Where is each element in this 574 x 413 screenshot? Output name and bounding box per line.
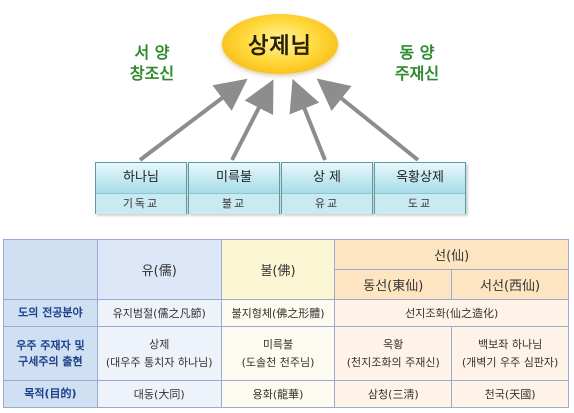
cell-seon-west: 천국(天國)	[451, 380, 569, 408]
corner-cell	[3, 239, 98, 300]
center-ellipse	[222, 14, 338, 74]
table-row: 도의 전공분야 유지범절(儒之凡節) 불지형체(佛之形體) 선지조화(仙之造化)	[3, 299, 569, 327]
religion-box-taoism: 옥황상제 도교	[374, 162, 466, 214]
religion-box-confucianism: 상 제 유교	[281, 162, 373, 214]
cell-line1: 상제	[149, 337, 170, 351]
comparison-table: 유(儒) 불(佛) 선(仙) 동선(東仙) 서선(西仙) 도의 전공분야 유지범…	[3, 239, 569, 408]
cell-yu: 상제 (대우주 통치자 하나님)	[96, 326, 222, 381]
cell-line1: 백보좌 하나님	[477, 337, 543, 351]
cell-line2: (천지조화의 주재신)	[346, 355, 440, 369]
deity-name: 미륵불	[189, 163, 279, 193]
header-yu: 유(儒)	[96, 239, 222, 300]
cell-bul: 용화(龍華)	[220, 380, 336, 408]
center-label: 상제님	[248, 34, 312, 59]
religion-name: 기독교	[96, 193, 186, 214]
cell-seon-east: 삼청(三淸)	[334, 380, 453, 408]
cell-line2: (대우주 통치자 하나님)	[105, 355, 213, 369]
religion-name: 도교	[375, 193, 465, 214]
cell-bul: 불지형체(佛之形體)	[220, 299, 336, 327]
cell-seon-east: 옥황 (천지조화의 주재신)	[334, 326, 453, 381]
deity-name: 하나님	[96, 163, 186, 193]
cell-bul: 미륵불 (도솔천 천주님)	[220, 326, 336, 381]
cell-line1: 미륵불	[262, 337, 294, 351]
cell-yu: 유지범절(儒之凡節)	[96, 299, 222, 327]
religion-name: 불교	[189, 193, 279, 214]
religion-box-christianity: 하나님 기독교	[95, 162, 187, 214]
row-label: 도의 전공분야	[3, 299, 98, 327]
arrows	[138, 78, 420, 162]
east-ruler-label: 동 양 주재신	[394, 43, 440, 83]
deity-diagram: 상제님 서 양 창조신 동 양 주재신 하나님 기독교 미륵불 불교 상 제 유…	[95, 14, 466, 214]
row-label: 목적(目的)	[3, 380, 98, 408]
header-seon-east: 동선(東仙)	[334, 269, 453, 300]
deity-name: 옥황상제	[375, 163, 465, 193]
cell-yu: 대동(大同)	[96, 380, 222, 408]
arrow-sangje	[289, 78, 327, 161]
cell-seon: 선지조화(仙之造化)	[334, 299, 569, 327]
west-creator-label: 서 양 창조신	[129, 43, 175, 83]
header-seon: 선(仙)	[334, 239, 569, 270]
header-seon-west: 서선(西仙)	[451, 269, 569, 300]
table-row: 우주 주재자 및 구세주의 출현 상제 (대우주 통치자 하나님) 미륵불 (도…	[3, 326, 569, 381]
cell-line2: (도솔천 천주님)	[241, 355, 315, 369]
cell-seon-west: 백보좌 하나님 (개벽기 우주 심판자)	[451, 326, 569, 381]
deity-name: 상 제	[282, 163, 372, 193]
religion-box-buddhism: 미륵불 불교	[188, 162, 280, 214]
row-label-line2: 구세주의 출현	[18, 354, 83, 368]
cell-line2: (개벽기 우주 심판자)	[461, 355, 559, 369]
arrow-mireukbul	[230, 79, 274, 161]
religion-name: 유교	[282, 193, 372, 214]
table-row: 목적(目的) 대동(大同) 용화(龍華) 삼청(三淸) 천국(天國)	[3, 380, 569, 408]
cell-line1: 옥황	[383, 337, 404, 351]
arrow-hananim	[138, 78, 248, 162]
row-label: 우주 주재자 및 구세주의 출현	[3, 326, 98, 381]
arrow-okhwang	[316, 78, 420, 162]
header-bul: 불(佛)	[220, 239, 336, 300]
row-label-line1: 우주 주재자 및	[16, 338, 85, 352]
